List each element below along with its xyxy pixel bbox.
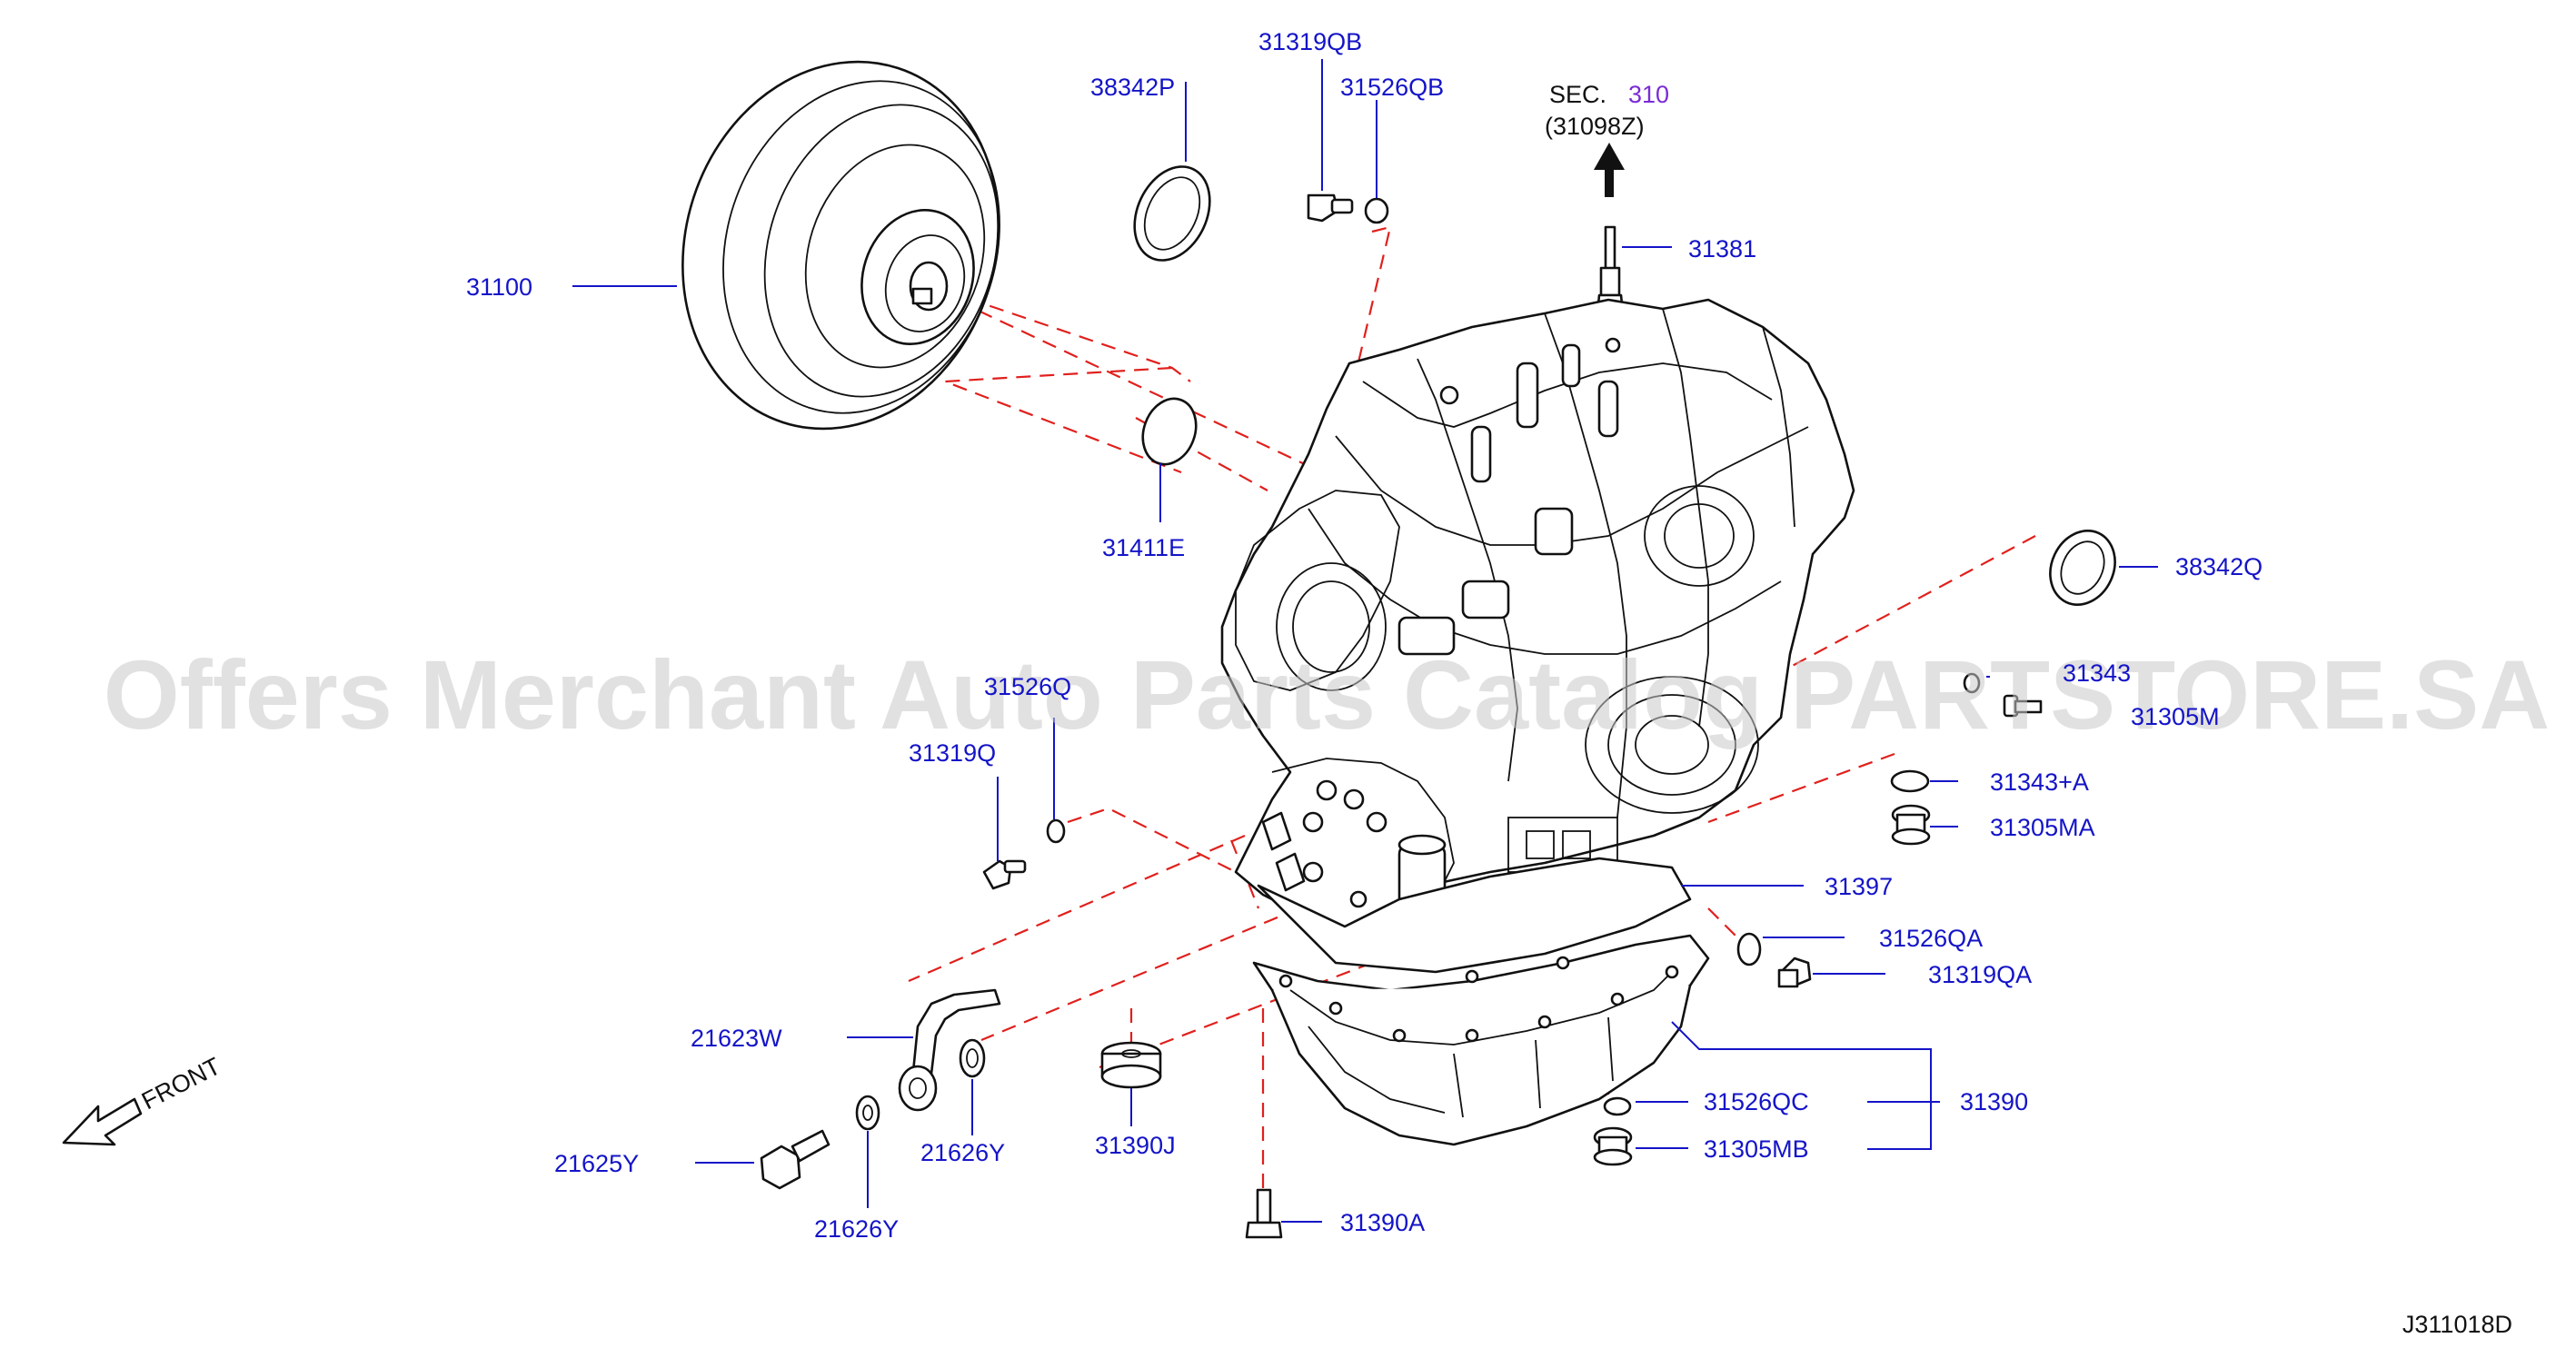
callout-31397[interactable]: 31397: [1825, 873, 1893, 900]
plug-31305mb-part[interactable]: [1593, 1126, 1633, 1166]
callout-31343[interactable]: 31343: [2063, 659, 2131, 687]
callout-38342q[interactable]: 38342Q: [2175, 553, 2263, 580]
o-ring-31411e-part[interactable]: [1134, 392, 1205, 472]
callout-31526qb[interactable]: 31526QB: [1340, 74, 1444, 101]
banjo-bolt-21625y-part[interactable]: [760, 1129, 830, 1190]
torque-converter-part[interactable]: [636, 21, 1045, 471]
watermark-text: Offers Merchant Auto Parts Catalog PARTS…: [104, 639, 2550, 749]
callout-31305m[interactable]: 31305M: [2131, 703, 2220, 730]
diagram-code: J311018D: [2402, 1311, 2512, 1338]
bolt-31319qb-part[interactable]: [1307, 193, 1354, 223]
callout-31526qc[interactable]: 31526QC: [1704, 1088, 1809, 1115]
transmission-case-part[interactable]: [1220, 298, 1855, 937]
callout-31526q[interactable]: 31526Q: [984, 673, 1071, 700]
bolt-31390a-part[interactable]: [1245, 1188, 1283, 1239]
seal-38342p-part[interactable]: [1120, 154, 1225, 273]
callout-31319q[interactable]: 31319Q: [909, 739, 996, 767]
arrow-up-icon: [1594, 143, 1625, 197]
callout-21623w[interactable]: 21623W: [691, 1025, 782, 1052]
callout-21626y-lower[interactable]: 21626Y: [814, 1215, 899, 1243]
section-ref-prefix: SEC.: [1549, 81, 1606, 108]
plug-31305m-part[interactable]: [2003, 694, 2043, 718]
callout-31305mb[interactable]: 31305MB: [1704, 1135, 1809, 1163]
pan-gasket-31397-part[interactable]: [1257, 857, 1692, 974]
callout-31319qa[interactable]: 31319QA: [1928, 961, 2032, 988]
callout-31305ma[interactable]: 31305MA: [1990, 814, 2095, 841]
oil-cooler-hose-21623w-part[interactable]: [898, 988, 1001, 1112]
washer-21626y-upper-part[interactable]: [959, 1038, 986, 1078]
plug-31305ma-part[interactable]: [1891, 804, 1931, 846]
callout-31390j[interactable]: 31390J: [1095, 1132, 1176, 1159]
callout-38342p[interactable]: 38342P: [1090, 74, 1175, 101]
callout-31526qa[interactable]: 31526QA: [1879, 925, 1983, 952]
callout-31390[interactable]: 31390: [1960, 1088, 2028, 1115]
seal-38342q-part[interactable]: [2038, 520, 2126, 616]
callout-31100[interactable]: 31100: [466, 273, 532, 301]
callout-21626y-upper[interactable]: 21626Y: [920, 1139, 1005, 1166]
callout-21625y[interactable]: 21625Y: [554, 1150, 639, 1177]
o-ring-31526qa-part[interactable]: [1736, 932, 1762, 966]
spacer-31390j-part[interactable]: [1100, 1041, 1162, 1089]
callout-31390a[interactable]: 31390A: [1340, 1209, 1425, 1236]
washer-21626y-lower-part[interactable]: [855, 1095, 880, 1131]
callout-leader-lines: [572, 59, 2158, 1223]
o-ring-31526qc-part[interactable]: [1603, 1096, 1632, 1116]
callout-31343a[interactable]: 31343+A: [1990, 768, 2089, 796]
o-ring-31526qb-part[interactable]: [1364, 197, 1389, 224]
o-ring-31526q-part[interactable]: [1046, 818, 1066, 844]
o-ring-31343-part[interactable]: [1963, 672, 1981, 694]
oil-pan-31390-part[interactable]: [1252, 934, 1710, 1146]
front-direction-label: FRONT: [137, 1052, 224, 1115]
bolt-31319q-part[interactable]: [982, 859, 1027, 890]
front-direction-arrow-icon: [62, 1097, 143, 1146]
callout-labels: 31100 38342P 31319QB 31526QB SEC. 310 (3…: [466, 28, 2263, 1243]
callout-31411e[interactable]: 31411E: [1102, 534, 1185, 561]
callout-31381[interactable]: 31381: [1688, 235, 1756, 263]
callout-31319qb[interactable]: 31319QB: [1258, 28, 1362, 55]
section-ref-sub: (31098Z): [1545, 113, 1645, 140]
o-ring-31343a-part[interactable]: [1890, 769, 1930, 793]
section-ref-number[interactable]: 310: [1628, 81, 1669, 108]
plug-31319qa-part[interactable]: [1777, 956, 1812, 988]
